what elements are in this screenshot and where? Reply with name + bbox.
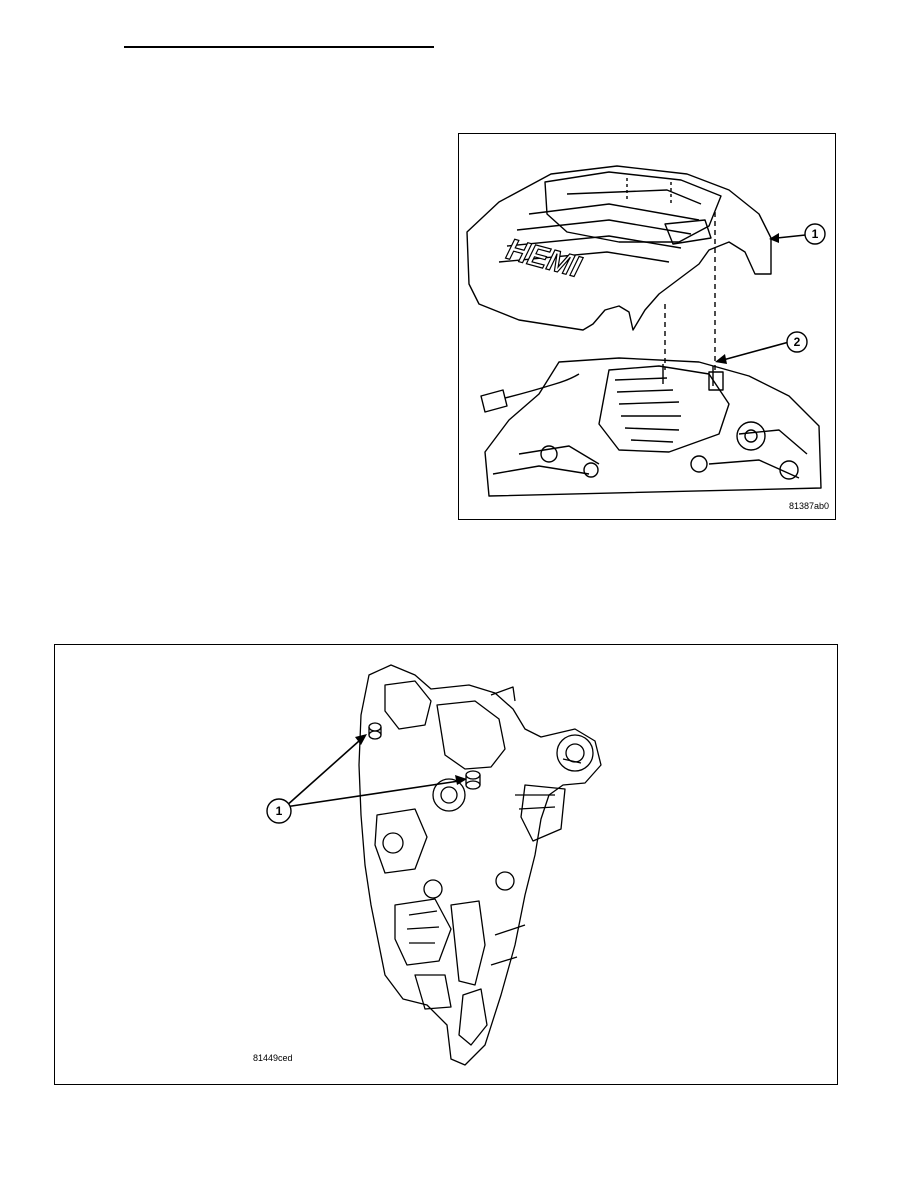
callout-1-label: 1	[812, 227, 819, 241]
dowel-pin-upper	[368, 722, 382, 740]
callout-1-dowels: 1	[266, 734, 467, 824]
callout-2-label: 2	[794, 335, 801, 349]
wire-connector	[480, 389, 508, 413]
intake-manifold	[484, 357, 822, 497]
callout-1: 1	[769, 223, 826, 245]
timing-cover-illustration: 1	[266, 664, 602, 1066]
hemi-logo: HEMI	[503, 233, 585, 284]
callout-1-dowels-label: 1	[276, 804, 283, 818]
timing-cover-casting	[358, 664, 602, 1066]
engine-cover-figure: HEMI 1 2 81387ab0	[458, 133, 836, 520]
timing-cover-figure: 1 81449ced	[54, 644, 838, 1085]
engine-cover	[466, 165, 772, 331]
figure-code: 81387ab0	[788, 501, 829, 511]
header-rule	[124, 46, 434, 48]
engine-cover-illustration: HEMI 1 2	[466, 165, 826, 497]
figure-code: 81449ced	[253, 1053, 293, 1063]
dowel-pin-lower	[465, 770, 481, 790]
callout-2: 2	[715, 331, 808, 364]
